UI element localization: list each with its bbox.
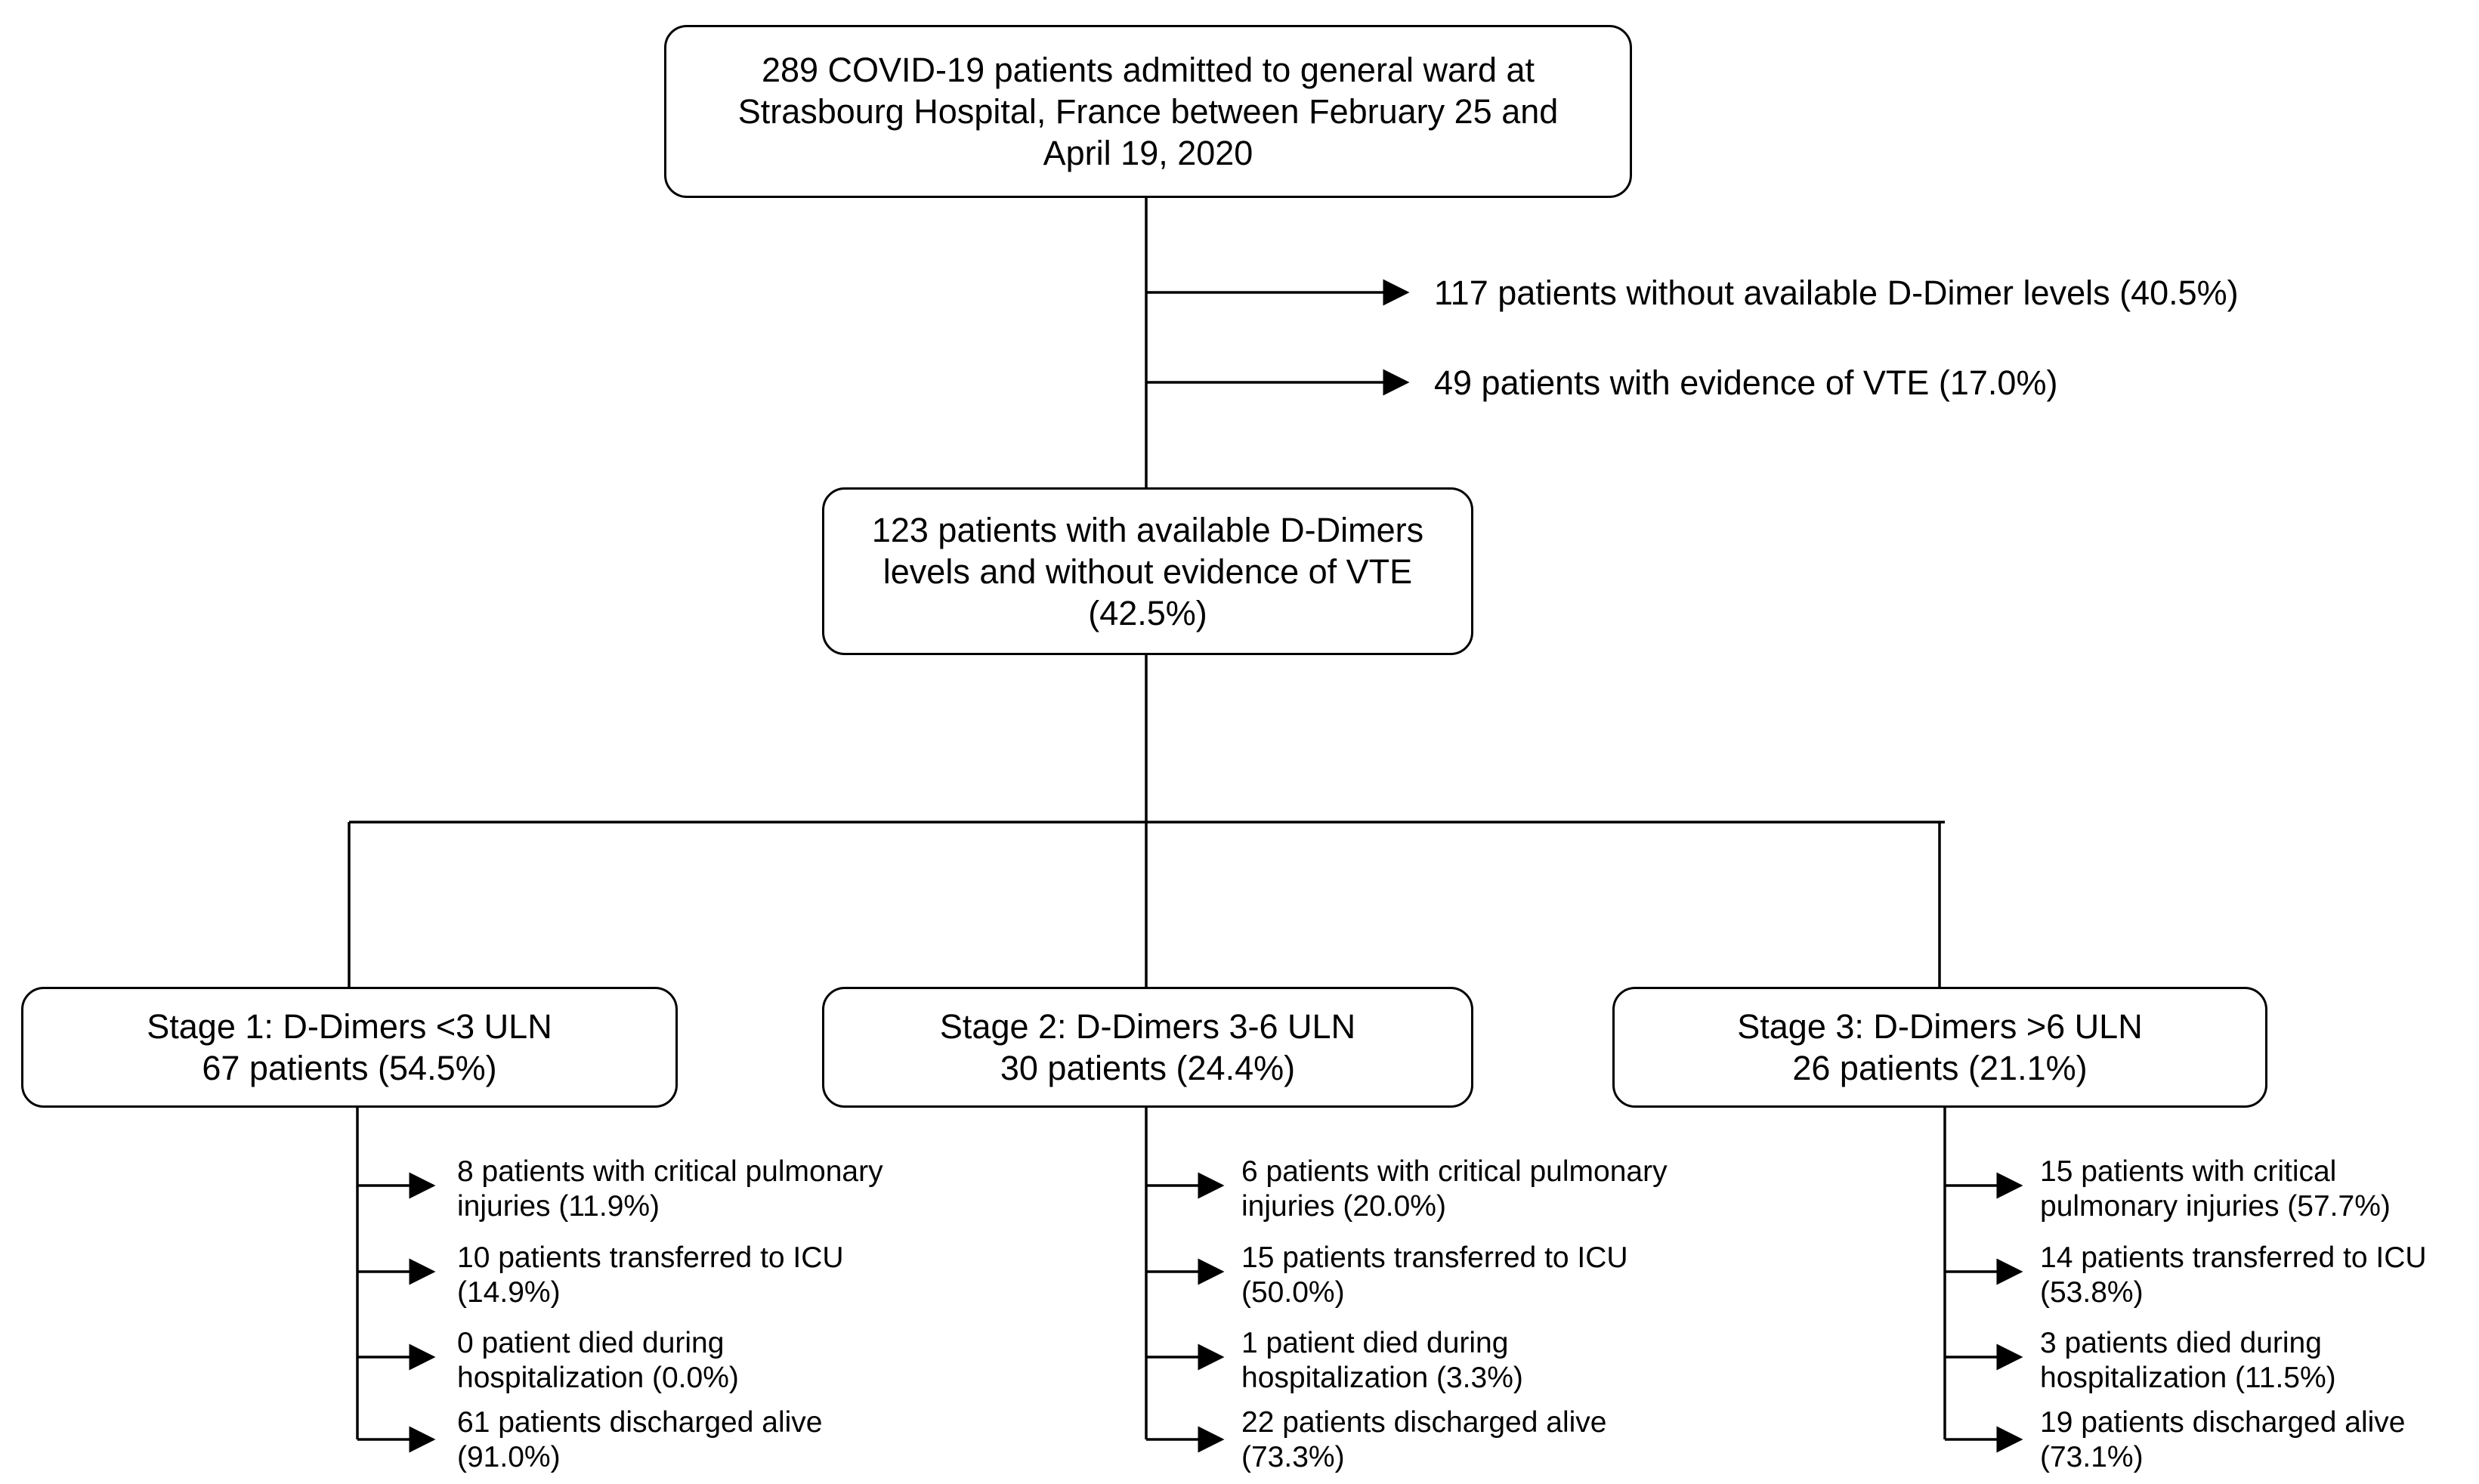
stage-1-outcome-critical: 8 patients with critical pulmonary injur… [457, 1155, 883, 1223]
stage-2-outcome-discharged: 22 patients discharged alive (73.3%) [1241, 1406, 1607, 1473]
stage-2-count: 30 patients (24.4%) [1000, 1049, 1296, 1087]
exclusion-2-text: 49 patients with evidence of VTE (17.0%) [1434, 363, 2058, 402]
stage-3-outcome-icu: 14 patients transferred to ICU (53.8%) [2040, 1241, 2427, 1309]
middle-box: 123 patients with available D-Dimers lev… [822, 487, 1473, 655]
top-box-text: 289 COVID-19 patients admitted to genera… [737, 51, 1559, 172]
stage-1-outcome-died: 0 patient died during hospitalization (0… [457, 1327, 739, 1394]
stage-2-outcome-died: 1 patient died during hospitalization (3… [1241, 1327, 1523, 1394]
stage-3-count: 26 patients (21.1%) [1792, 1049, 2088, 1087]
stage-1-count: 67 patients (54.5%) [202, 1049, 497, 1087]
stage-3-outcome-critical: 15 patients with critical pulmonary inju… [2040, 1155, 2391, 1223]
stage-3-outcome-died: 3 patients died during hospitalization (… [2040, 1327, 2336, 1394]
stage-2-outcome-critical: 6 patients with critical pulmonary injur… [1241, 1155, 1668, 1223]
exclusion-1-text: 117 patients without available D-Dimer l… [1434, 274, 2239, 312]
stage-2-title: Stage 2: D-Dimers 3-6 ULN [939, 1007, 1356, 1046]
middle-box-text: 123 patients with available D-Dimers lev… [871, 510, 1424, 632]
stage-1-title: Stage 1: D-Dimers <3 ULN [147, 1007, 552, 1046]
stage-3-title: Stage 3: D-Dimers >6 ULN [1737, 1007, 2143, 1046]
stage-3-outcome-discharged: 19 patients discharged alive (73.1%) [2040, 1406, 2406, 1473]
top-box: 289 COVID-19 patients admitted to genera… [664, 25, 1632, 198]
stage-1-outcome-icu: 10 patients transferred to ICU (14.9%) [457, 1241, 844, 1309]
stage-1-outcome-discharged: 61 patients discharged alive (91.0%) [457, 1406, 823, 1473]
stage-2-outcome-icu: 15 patients transferred to ICU (50.0%) [1241, 1241, 1628, 1309]
